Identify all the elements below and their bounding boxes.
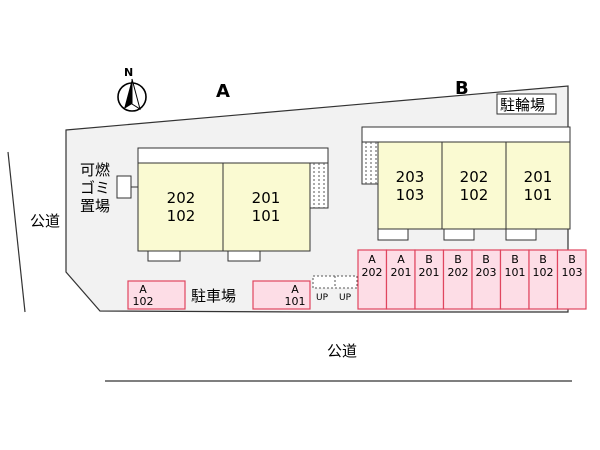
unit-a-101: 101: [252, 207, 281, 225]
garbage-station: 可燃 ゴミ 置場: [80, 161, 138, 215]
unit-b-103: 103: [396, 186, 425, 204]
unit-b-202: 202: [460, 168, 489, 186]
north-arrow-icon: [117, 78, 147, 112]
parking-space-label: 202: [448, 266, 469, 279]
building-a-unit-1: [137, 162, 224, 252]
parking-space-label: 101: [285, 295, 306, 308]
unit-a-201: 201: [252, 189, 281, 207]
parking-space-label: 203: [476, 266, 497, 279]
parking-space-label: B: [425, 253, 433, 266]
parking-space-label: B: [539, 253, 547, 266]
building-a-corridor: [137, 147, 329, 164]
unit-b-203: 203: [396, 168, 425, 186]
building-b-unit-2: [441, 141, 507, 230]
parking-space-a-201: A 201: [385, 249, 416, 310]
road-bottom-label: 公道: [327, 342, 357, 360]
parking-space-b-103: B 103: [556, 249, 587, 310]
parking-space-b-201: B 201: [414, 249, 445, 310]
parking-space-a-101: A 101: [252, 280, 311, 310]
parking-space-label: 102: [533, 266, 554, 279]
parking-row: A 202 A 201 B 201 B 202 B 203 B 101 B 10…: [357, 249, 587, 310]
unit-a-102: 102: [167, 207, 196, 225]
building-b-unit-3: [505, 141, 571, 230]
road-left-line: [7, 151, 26, 313]
parking-space-label: 201: [391, 266, 412, 279]
parking-space-label: B: [454, 253, 462, 266]
parking-space-label: 102: [133, 295, 154, 308]
building-b-unit-1: [377, 141, 443, 230]
building-b-balcony-3: [505, 228, 537, 241]
building-b-corridor: [361, 126, 571, 143]
building-b-label: B: [455, 78, 469, 99]
parking-space-label: 103: [562, 266, 583, 279]
stairs-up-area: [312, 275, 358, 289]
parking-space-label: A: [368, 253, 376, 266]
parking-space-label: 201: [419, 266, 440, 279]
parking-space-a-202: A 202: [357, 249, 388, 310]
garbage-label-3: 置場: [80, 197, 110, 215]
unit-b-102: 102: [460, 186, 489, 204]
unit-a-202: 202: [167, 189, 196, 207]
parking-space-b-102: B 102: [528, 249, 559, 310]
building-a-balcony-1: [147, 250, 181, 262]
parking-space-b-203: B 203: [471, 249, 502, 310]
parking-space-label: A: [139, 283, 147, 296]
parking-space-label: B: [482, 253, 490, 266]
garbage-label-2: ゴミ: [80, 179, 110, 197]
building-b-balcony-2: [443, 228, 475, 241]
north-letter: N: [124, 66, 133, 79]
bicycle-parking: 駐輪場: [496, 93, 557, 115]
parking-space-label: 202: [362, 266, 383, 279]
building-b-stairs: [361, 141, 380, 185]
stairs-up-label-2: UP: [339, 293, 352, 303]
building-a-label: A: [216, 81, 230, 102]
parking-space-a-102: A 102: [127, 280, 186, 310]
unit-b-201: 201: [524, 168, 553, 186]
road-left-label: 公道: [30, 212, 60, 230]
building-a-stairs: [309, 162, 329, 209]
building-a-balcony-2: [227, 250, 261, 262]
parking-space-label: A: [291, 283, 299, 296]
building-a-unit-2: [222, 162, 311, 252]
parking-space-label: B: [511, 253, 519, 266]
stairs-up-label-1: UP: [316, 293, 329, 303]
building-b-balcony-1: [377, 228, 409, 241]
parking-space-label: A: [397, 253, 405, 266]
parking-space-label: 101: [505, 266, 526, 279]
bicycle-parking-label: 駐輪場: [500, 96, 545, 114]
parking-label: 駐車場: [191, 287, 236, 305]
unit-b-101: 101: [524, 186, 553, 204]
parking-space-label: B: [568, 253, 576, 266]
garbage-label-1: 可燃: [80, 161, 110, 179]
parking-space-b-101: B 101: [499, 249, 530, 310]
parking-space-b-202: B 202: [442, 249, 473, 310]
